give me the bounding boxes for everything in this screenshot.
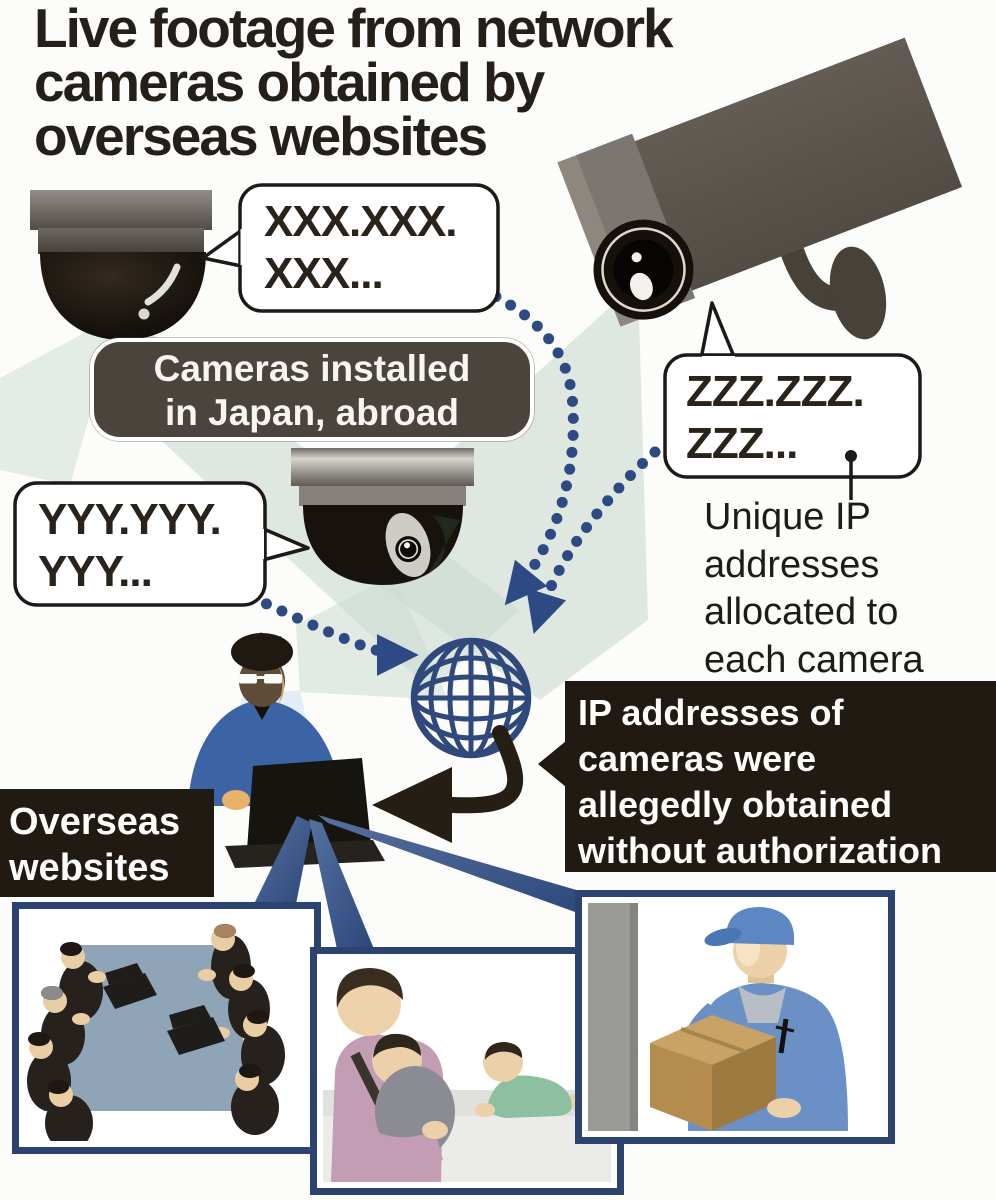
crawling-baby [475,1042,589,1118]
page-title: Live footage from network cameras obtain… [34,0,674,167]
globe-icon [410,637,532,759]
person-at-laptop [188,632,385,868]
delivery-worker [650,907,848,1131]
internet-to-laptop-arrow [372,725,524,843]
ip-obtained-callout: IP addresses of cameras were allegedly o… [538,681,996,872]
carton-box [650,1015,776,1131]
bubble-yyy [13,481,310,607]
camera-view-meeting [12,902,321,1154]
bubble-zzz [663,301,922,500]
delivery-scene [588,903,848,1131]
bubble-xxx-ip-text: XXX.XXX. XXX... [264,197,458,298]
dome-camera-icon [291,448,474,585]
overseas-websites-label: Overseas websites [0,789,214,897]
bubble-yyy-ip-text: YYY.YYY. YYY... [38,495,222,596]
speech-bubbles [13,183,922,607]
cctv-camera-icon [557,37,963,340]
meeting-scene [27,924,285,1141]
family-scene [323,968,611,1182]
dome-camera-icon [30,190,212,340]
meeting-laptops [103,963,225,1055]
cameras-installed-label: Cameras installed in Japan, abroad [90,338,534,441]
bubble-zzz-ip-text: ZZZ.ZZZ. ZZZ... [686,367,865,468]
camera-view-family [310,947,624,1195]
parent-with-baby [331,968,455,1182]
unique-ip-note: Unique IP addresses allocated to each ca… [704,496,924,681]
laptop-to-footage-beams [254,815,589,949]
bubble-xxx [201,183,500,313]
camera-view-delivery [575,890,895,1144]
